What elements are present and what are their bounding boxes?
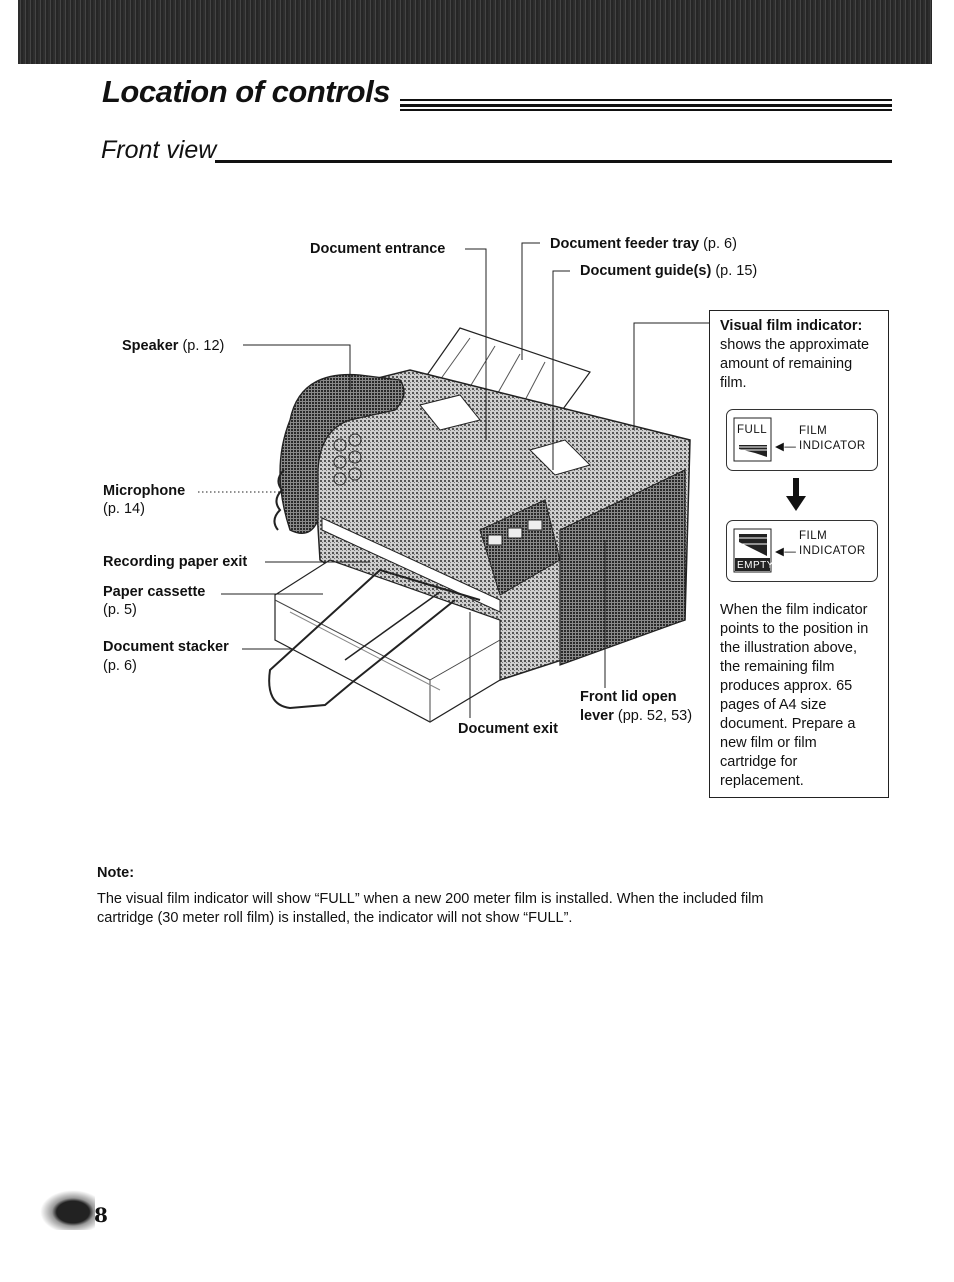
film-label-2: FILM — [799, 530, 828, 542]
label-paper-cassette: Paper cassette — [103, 584, 206, 600]
film-gauge-full-icon — [733, 417, 772, 462]
film-indicator-desc-1: shows the approximate — [720, 337, 870, 353]
film-gauge-empty-icon — [733, 528, 772, 573]
indicator-body-line: produces approx. 65 — [720, 678, 853, 694]
film-indicator-title: Visual film indicator: — [720, 318, 863, 334]
section-subtitle: Front view — [101, 136, 217, 164]
arrow-left-icon: ◀— — [775, 441, 797, 453]
indicator-body-line: new film or film — [720, 735, 817, 751]
indicator-body-line: pages of A4 size — [720, 697, 827, 713]
label-document-entrance: Document entrance — [310, 241, 446, 257]
label-recording-paper-exit: Recording paper exit — [103, 554, 248, 570]
full-label: FULL — [737, 424, 768, 436]
indicator-body-line: the remaining film — [720, 659, 835, 675]
page-corner-mark — [40, 1190, 95, 1230]
header-decorative-band — [18, 0, 932, 64]
subtitle-rule — [215, 160, 892, 163]
label-document-feeder-tray: Document feeder tray (p. 6) — [550, 236, 737, 252]
title-rule — [400, 104, 892, 107]
note-text-line-1: The visual film indicator will show “FUL… — [97, 891, 764, 907]
label-document-guides: Document guide(s) (p. 15) — [580, 263, 758, 279]
film-indicator-full-panel — [726, 409, 878, 471]
indicator-body-line: When the film indicator — [720, 602, 868, 618]
indicator-body-line: the illustration above, — [720, 640, 858, 656]
film-indicator-desc-3: film. — [720, 375, 747, 391]
label-front-lid-lever: lever (pp. 52, 53) — [580, 708, 693, 724]
indicator-body-line: points to the position in — [720, 621, 869, 637]
label-paper-cassette-ref: (p. 5) — [103, 602, 137, 618]
label-speaker: Speaker (p. 12) — [122, 338, 225, 354]
note-text-line-2: cartridge (30 meter roll film) is instal… — [97, 910, 573, 926]
indicator-body-line: document. Prepare a — [720, 716, 856, 732]
film-indicator-box — [709, 310, 889, 798]
paper-cassette — [274, 559, 501, 723]
fax-side — [559, 469, 686, 666]
label-document-stacker: Document stacker — [103, 639, 229, 655]
film-label-1: FILM — [799, 425, 828, 437]
label-microphone-ref: (p. 14) — [103, 501, 145, 517]
label-document-exit: Document exit — [458, 721, 558, 737]
page-title: Location of controls — [102, 74, 390, 109]
indicator-body-line: replacement. — [720, 773, 804, 789]
note-title: Note: — [97, 865, 135, 881]
indicator-label-2: INDICATOR — [799, 545, 866, 557]
film-indicator-desc-2: amount of remaining — [720, 356, 853, 372]
handset — [279, 373, 405, 534]
title-rule — [400, 99, 892, 101]
arrow-left-icon: ◀— — [775, 546, 797, 558]
title-rule — [400, 109, 892, 111]
indicator-body-line: cartridge for — [720, 754, 798, 770]
document-stacker — [268, 568, 481, 710]
film-indicator-empty-panel — [726, 520, 878, 582]
indicator-label-1: INDICATOR — [799, 440, 866, 452]
arrow-down-icon — [786, 478, 806, 511]
label-microphone: Microphone — [103, 483, 186, 499]
page-number: 8 — [94, 1203, 108, 1227]
empty-label: EMPTY — [737, 560, 774, 571]
label-front-lid-open: Front lid open — [580, 689, 677, 705]
label-document-stacker-ref: (p. 6) — [103, 658, 137, 674]
